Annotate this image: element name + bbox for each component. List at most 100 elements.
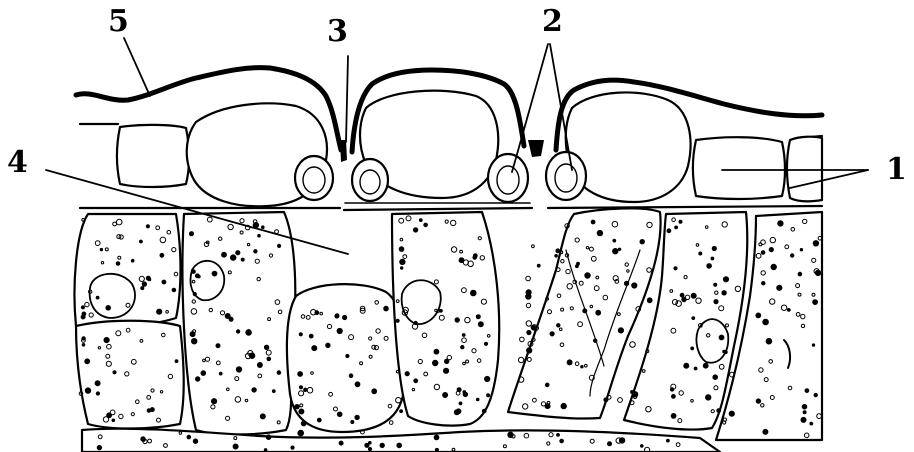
granule-dot	[212, 399, 217, 404]
label-2: 2	[542, 7, 563, 37]
granule-dot	[196, 377, 200, 381]
leader-line-3	[346, 56, 348, 142]
granule-dot	[222, 252, 227, 257]
stomatal-pore	[528, 140, 544, 157]
granule-dot	[624, 281, 628, 285]
granule-dot	[581, 366, 583, 368]
granule-dot	[597, 230, 602, 235]
granule-dot	[556, 249, 560, 253]
granule-dot	[258, 234, 261, 237]
granule-dot	[778, 221, 783, 226]
granule-dot	[116, 262, 120, 266]
granule-dot	[699, 252, 702, 255]
granule-dot	[172, 288, 176, 292]
granule-dot	[766, 338, 772, 344]
granule-dot	[257, 363, 262, 368]
granule-dot	[800, 249, 802, 251]
granule-dot	[557, 434, 560, 437]
granule-dot	[298, 430, 304, 436]
granule-dot	[462, 334, 465, 337]
granule-dot	[618, 248, 620, 250]
granule-dot	[295, 405, 299, 409]
granule-dot	[112, 419, 115, 422]
granule-dot	[723, 277, 728, 282]
granule-dot	[82, 344, 85, 347]
granule-dot	[762, 282, 765, 285]
granule-dot	[236, 251, 240, 255]
granule-dot	[312, 346, 317, 351]
granule-dot	[632, 283, 637, 288]
granule-dot	[192, 270, 196, 274]
granule-dot	[264, 449, 267, 452]
granule-dot	[413, 228, 417, 232]
granule-dot	[471, 290, 477, 296]
granule-dot	[193, 293, 196, 296]
granule-dot	[667, 229, 671, 233]
granule-dot	[201, 371, 206, 376]
granule-dot	[805, 389, 809, 393]
granule-dot	[537, 264, 540, 267]
granule-dot	[527, 348, 532, 353]
granule-dot	[298, 372, 303, 377]
granule-dot	[557, 324, 560, 327]
granule-dot	[478, 322, 483, 327]
granule-dot	[798, 272, 802, 276]
granule-dot	[434, 349, 439, 354]
granule-dot	[484, 342, 487, 345]
granule-dot	[397, 443, 402, 448]
granule-dot	[351, 421, 354, 424]
granule-dot	[561, 403, 566, 408]
granule-dot	[712, 246, 716, 250]
granule-dot	[526, 290, 531, 295]
granule-dot	[791, 254, 794, 257]
stomatal-pore	[340, 140, 347, 162]
granule-dot	[157, 309, 162, 314]
granule-dot	[815, 270, 820, 275]
granule-dot	[761, 251, 765, 255]
granule-dot	[518, 357, 523, 362]
granule-dot	[482, 409, 486, 413]
granule-dot	[424, 223, 428, 227]
granule-dot	[299, 386, 302, 389]
granule-dot	[545, 383, 549, 387]
granule-dot	[526, 303, 530, 307]
granule-dot	[434, 435, 439, 440]
granule-dot	[567, 360, 572, 365]
granule-dot	[346, 354, 349, 357]
granule-dot	[618, 398, 623, 403]
granule-dot	[96, 296, 99, 299]
epidermal-cell	[117, 125, 189, 187]
mesophyll-cell	[287, 284, 406, 432]
granule-dot	[769, 248, 773, 252]
granule-dot	[113, 371, 116, 374]
granule-dot	[372, 389, 377, 394]
granule-dot	[317, 418, 321, 422]
granule-dot	[260, 414, 265, 419]
granule-dot	[142, 282, 146, 286]
granule-dot	[443, 393, 448, 398]
granule-dot	[433, 360, 438, 365]
granule-dot	[714, 300, 718, 304]
label-5: 5	[108, 7, 129, 37]
granule-dot	[679, 220, 682, 223]
granule-dot	[713, 375, 718, 380]
granule-dot	[550, 332, 554, 336]
granule-dot	[219, 372, 222, 375]
granule-dot	[146, 276, 150, 280]
granule-dot	[272, 390, 275, 393]
granule-dot	[193, 439, 197, 443]
granule-dot	[304, 388, 307, 391]
granule-dot	[309, 334, 313, 338]
granule-dot	[692, 317, 695, 320]
granule-dot	[107, 413, 112, 418]
granule-dot	[100, 248, 102, 250]
granule-dot	[444, 368, 449, 373]
granule-dot	[301, 421, 306, 426]
granule-dot	[576, 265, 579, 268]
mesophyll-cell	[75, 214, 181, 328]
mesophyll-cell	[76, 321, 184, 429]
granule-dot	[756, 313, 761, 318]
granule-dot	[455, 318, 459, 322]
granule-dot	[187, 435, 191, 439]
